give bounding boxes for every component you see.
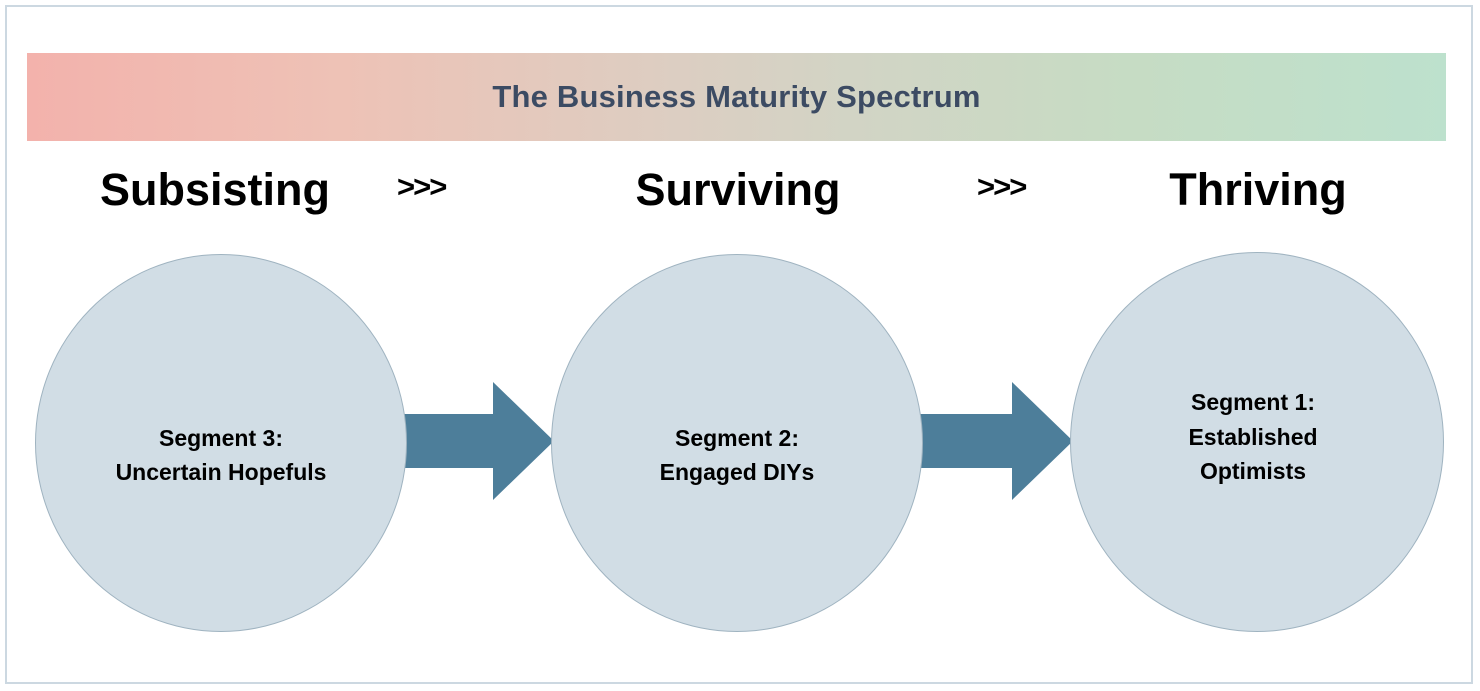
segment-1-line-2: Established — [1188, 423, 1318, 450]
segment-circle-1-label: Segment 1: Established Optimists — [1172, 385, 1333, 489]
stage-label-surviving: Surviving — [635, 164, 841, 215]
segment-circle-3[interactable]: Segment 3: Uncertain Hopefuls — [35, 254, 407, 632]
segment-3-line-2: Uncertain Hopefuls — [115, 459, 327, 485]
segment-1-line-3: Optimists — [1199, 458, 1307, 485]
stage-label-thriving: Thriving — [1169, 164, 1347, 215]
segment-circle-2-label: Segment 2: Engaged DIYs — [644, 421, 831, 490]
chevron-right-triple-icon-2: >>> — [977, 169, 1027, 204]
segment-2-line-2: Engaged DIYs — [659, 459, 815, 485]
segment-3-line-1: Segment 3: — [159, 424, 283, 451]
segment-1-line-1: Segment 1: — [1191, 389, 1315, 416]
block-arrow-subsisting-to-surviving — [398, 382, 554, 500]
segment-circle-2[interactable]: Segment 2: Engaged DIYs — [551, 254, 923, 632]
segment-circle-3-label: Segment 3: Uncertain Hopefuls — [100, 421, 343, 490]
segment-2-line-1: Segment 2: — [675, 424, 799, 451]
chevron-right-triple-icon-1: >>> — [397, 169, 447, 204]
maturity-spectrum-banner: The Business Maturity Spectrum — [27, 53, 1446, 141]
stage-label-subsisting: Subsisting — [99, 164, 330, 215]
segment-circle-1[interactable]: Segment 1: Established Optimists — [1070, 252, 1444, 632]
page-title: The Business Maturity Spectrum — [492, 79, 981, 114]
block-arrow-surviving-to-thriving — [917, 382, 1073, 500]
